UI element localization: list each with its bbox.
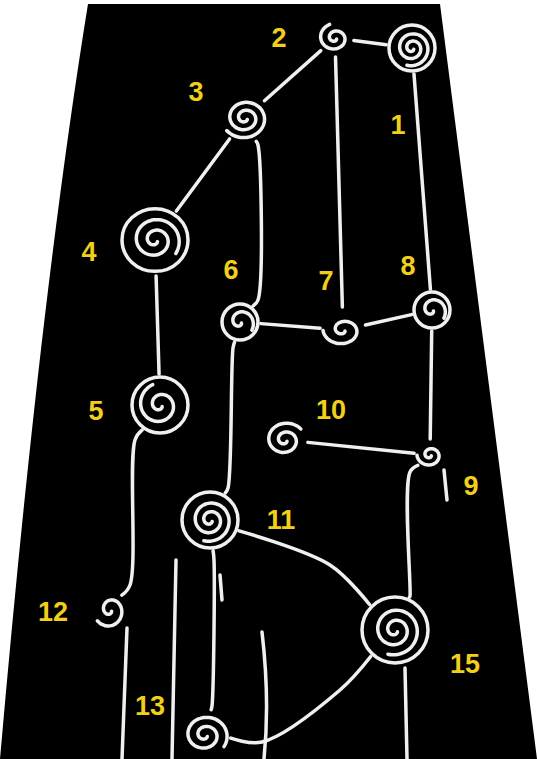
spiral-curve (269, 423, 301, 452)
spiral-ring (362, 597, 428, 663)
carved-spiral: 7 (321, 308, 365, 352)
carved-spiral: 2 (317, 20, 353, 56)
carved-connector (354, 40, 386, 44)
spiral-ring (132, 377, 188, 433)
carved-connector (407, 465, 418, 597)
callout-number: 15 (450, 651, 480, 678)
spiral-figure (220, 93, 270, 143)
callout-number: 8 (400, 253, 415, 280)
carved-connector (261, 324, 320, 329)
carved-spiral: 9 (415, 440, 445, 470)
carved-spiral: 4 (120, 205, 190, 275)
callout-number: 5 (88, 398, 103, 425)
spiral-ring (222, 304, 258, 340)
carved-line (405, 668, 407, 759)
carved-spiral: 3 (220, 93, 270, 143)
spiral-curve (323, 321, 357, 343)
spiral-curve (188, 717, 227, 748)
spiral-figure (321, 308, 365, 352)
callout-number: 12 (38, 599, 68, 626)
carved-connector (264, 51, 320, 101)
carved-connector (231, 657, 371, 743)
spiral-figure (180, 490, 240, 550)
carved-connector (156, 276, 159, 374)
carved-connector (122, 430, 142, 595)
spiral-figure (412, 290, 452, 330)
carved-spiral: 11 (180, 490, 240, 550)
callout-number: 10 (316, 397, 346, 424)
callout-number: 6 (223, 257, 238, 284)
carved-line (444, 470, 447, 500)
spiral-curve (195, 503, 229, 541)
carved-connector (176, 139, 229, 211)
carved-lines (122, 470, 447, 759)
spiral-ring (389, 25, 435, 71)
carved-connector (225, 342, 234, 493)
carved-spiral: 12 (92, 592, 128, 628)
carved-spiral: 1 (387, 23, 437, 73)
carved-line (220, 575, 222, 600)
callout-number: 9 (463, 473, 478, 500)
callout-number: 1 (390, 112, 405, 139)
spiral-figure (92, 592, 128, 628)
carved-connector (414, 74, 430, 289)
carved-connector (253, 141, 261, 305)
carved-connector (239, 531, 370, 605)
spiral-curve (233, 312, 253, 330)
spiral-curve (227, 102, 265, 137)
carved-spiral: 6 (220, 302, 260, 342)
carved-line (122, 628, 127, 759)
spiral-curve (141, 385, 174, 422)
spiral-curve (321, 24, 345, 49)
carved-spiral: 13 (180, 710, 230, 759)
spiral-figure (130, 375, 190, 435)
callout-number: 2 (271, 25, 286, 52)
callout-number: 13 (135, 693, 165, 720)
spiral-curve (425, 300, 445, 318)
carved-connector (430, 331, 431, 439)
carved-line (172, 560, 176, 759)
spiral-curve (97, 600, 122, 626)
stone-face (0, 4, 537, 759)
callout-number: 3 (188, 79, 203, 106)
spiral-ring (182, 492, 238, 548)
carved-connector (211, 551, 214, 710)
spiral-ring (122, 209, 188, 272)
callout-number: 4 (81, 239, 96, 266)
spiral-figure (263, 418, 307, 462)
spiral-figure (120, 205, 190, 275)
spiral-figure (317, 20, 353, 56)
carved-connector (308, 442, 414, 453)
spiral-curve (378, 610, 418, 655)
carved-spiral: 15 (360, 595, 430, 665)
spiral-figure (220, 302, 260, 342)
carved-connector (365, 315, 411, 325)
spiral-curve (400, 34, 428, 66)
carved-spiral: 5 (130, 375, 190, 435)
spiral-curve (136, 220, 179, 255)
spiral-figure (387, 23, 437, 73)
carved-spiral: 8 (412, 290, 452, 330)
callout-number: 11 (267, 507, 296, 534)
spiral-figure (360, 595, 430, 665)
spiral-figure (415, 440, 445, 470)
spiral-ring (414, 292, 450, 328)
spiral-curve (417, 449, 439, 465)
carved-spiral: 10 (263, 418, 307, 462)
callout-number: 7 (318, 268, 333, 295)
carved-connector (336, 57, 343, 307)
spiral-figure (180, 710, 230, 759)
